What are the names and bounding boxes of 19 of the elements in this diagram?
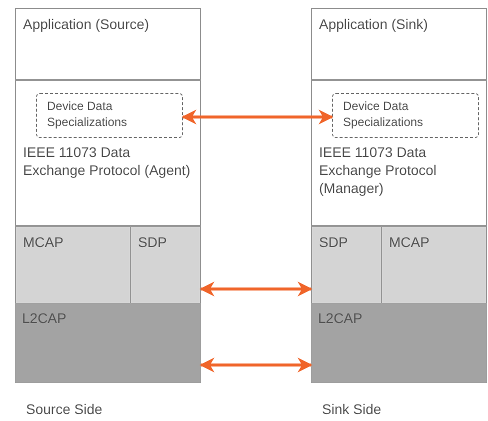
layer-box: L2CAP xyxy=(311,303,487,383)
double-arrow xyxy=(182,110,334,124)
side-caption: Sink Side xyxy=(322,401,382,417)
layer-box: MCAP xyxy=(381,226,487,304)
layer-box: MCAP xyxy=(15,226,131,304)
layer-box: L2CAP xyxy=(15,303,201,383)
double-arrow xyxy=(200,282,312,296)
layer-box: Application (Source) xyxy=(15,8,201,80)
dashed-box: Device Data Specializations xyxy=(36,93,183,138)
layer-box xyxy=(15,80,201,226)
dashed-box: Device Data Specializations xyxy=(332,93,479,138)
layer-label: IEEE 11073 Data Exchange Protocol (Manager) xyxy=(319,143,438,197)
layer-box: Application (Sink) xyxy=(311,8,487,80)
layer-box xyxy=(311,80,487,226)
layer-box: SDP xyxy=(130,226,201,304)
double-arrow xyxy=(200,358,312,372)
layer-label: IEEE 11073 Data Exchange Protocol (Agent) xyxy=(23,143,192,179)
layer-box: SDP xyxy=(311,226,382,304)
side-caption: Source Side xyxy=(26,401,102,417)
